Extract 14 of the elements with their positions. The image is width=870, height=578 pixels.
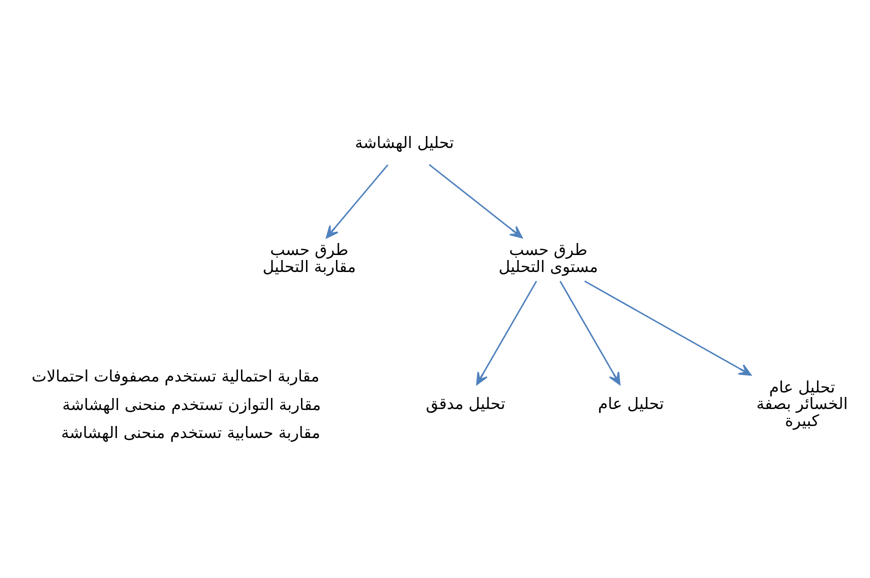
label: مقاربة التوازن تستخدم منحنى الهشاشة (62, 394, 321, 414)
arrow (476, 280, 538, 385)
arrow (560, 280, 620, 385)
label: مقاربة حسابية تستخدم منحنى الهشاشة (61, 422, 320, 442)
node-text: تحليل عام الخسائر بصفة كبيرة (756, 376, 848, 430)
label: مقاربة احتمالية تستخدم مصفوفات احتمالات (32, 366, 320, 385)
node-text: طرق حسب مستوى التحليل (498, 240, 598, 276)
node-text: تحليل مدقق (426, 394, 506, 413)
arrow (326, 164, 388, 238)
node-text: تحليل الهشاشة (354, 132, 454, 152)
node-text: تحليل عام (598, 394, 664, 413)
arrow (584, 280, 752, 376)
node-text: طرق حسب مقاربة التحليل (262, 240, 356, 276)
arrow (428, 163, 523, 238)
